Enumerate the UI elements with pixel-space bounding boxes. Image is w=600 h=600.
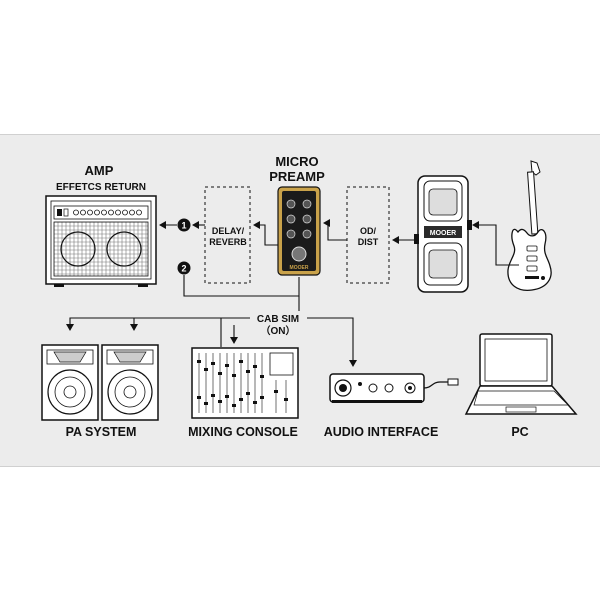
cab-sim-line1: CAB SIM [257, 314, 299, 325]
od-label-line2: DIST [358, 237, 379, 247]
marker-1: 1 [177, 218, 191, 232]
amp-subtitle: EFFETCS RETURN [56, 182, 146, 193]
cab-sim-line2: （ON） [261, 324, 296, 337]
audio-interface [329, 373, 459, 403]
amp-cabinet [45, 195, 157, 287]
cab-sim-label: CAB SIM （ON） [250, 311, 306, 339]
laptop-pc [464, 333, 578, 415]
preamp-title-line1: MICRO [275, 154, 318, 169]
pa-system-label: PA SYSTEM [66, 425, 137, 439]
audio-interface-label: AUDIO INTERFACE [324, 425, 439, 439]
amp-title: AMP [85, 163, 114, 178]
preamp-title-line2: PREAMP [269, 169, 325, 184]
preamp-brand: MOOER [290, 265, 309, 271]
od-dist-box: OD/ DIST [346, 186, 390, 284]
od-label-line1: OD/ [360, 226, 377, 236]
pc-label: PC [511, 425, 528, 439]
pa-speakers [41, 344, 159, 421]
pedal-brand: MOOER [430, 230, 456, 237]
mixing-console-label: MIXING CONSOLE [188, 425, 298, 439]
micro-preamp-pedal: MOOER [277, 186, 321, 276]
mixing-console [191, 347, 299, 419]
svg-text:2: 2 [181, 264, 186, 274]
expression-pedal: MOOER [414, 175, 472, 293]
signal-cables [66, 219, 519, 367]
delay-reverb-box: DELAY/ REVERB [204, 186, 251, 284]
marker-2: 2 [177, 261, 191, 275]
electric-guitar [507, 160, 552, 291]
delay-label-line1: DELAY/ [212, 226, 245, 236]
svg-text:1: 1 [181, 221, 186, 231]
delay-label-line2: REVERB [209, 237, 247, 247]
